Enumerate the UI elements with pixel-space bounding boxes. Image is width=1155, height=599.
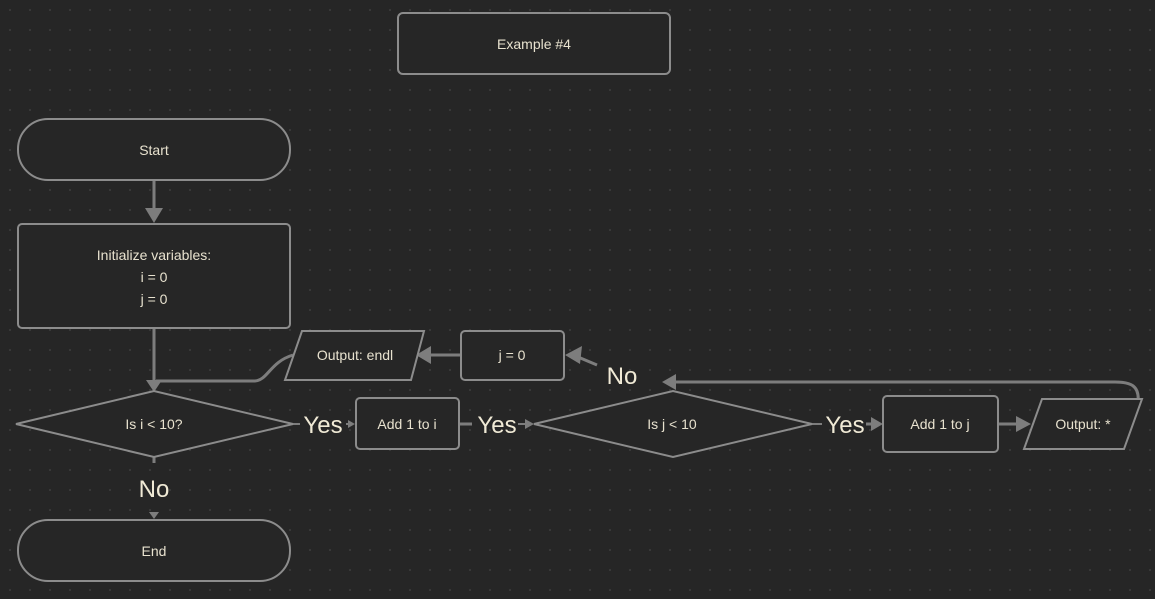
start-label: Start [139, 142, 169, 158]
add-j-label: Add 1 to j [910, 416, 969, 432]
add-j-node[interactable] [882, 395, 999, 453]
edge-label-cond-i-yes: Yes [303, 412, 342, 439]
edge-endl-to-cond-i [156, 353, 294, 383]
arrowhead-init-to-cond-i [146, 380, 162, 392]
arrowhead-add-i-to-cond-j [525, 419, 534, 429]
cond-i-label: Is i < 10? [125, 416, 182, 432]
arrowhead-cond-j-to-add-j [871, 417, 883, 431]
cond-i-node[interactable] [15, 389, 294, 459]
add-i-label: Add 1 to i [377, 416, 436, 432]
reset-j-node[interactable] [460, 330, 565, 381]
output-star-label: Output: * [1055, 416, 1111, 432]
edge-label-cond-j-yes: Yes [825, 412, 864, 439]
end-label: End [142, 543, 167, 559]
reset-j-label: j = 0 [498, 347, 526, 363]
output-star-node[interactable] [1022, 398, 1144, 450]
edge-label-cond-j-no: No [607, 363, 638, 390]
add-i-node[interactable] [355, 397, 460, 450]
arrowhead-cond-i-to-add-i [348, 420, 355, 428]
title-box[interactable] [397, 12, 671, 75]
cond-j-node[interactable] [533, 389, 813, 459]
edge-label-add-i-yes: Yes [477, 412, 516, 439]
edge-cond-j-no [577, 355, 598, 367]
edge-label-cond-i-no: No [139, 476, 170, 503]
output-endl-label: Output: endl [317, 347, 393, 363]
init-label-line1: Initialize variables: [97, 247, 211, 263]
arrowhead-reset-j-to-endl [416, 346, 431, 364]
end-node[interactable] [17, 519, 291, 582]
init-label-line2: i = 0 [141, 269, 168, 285]
start-node[interactable] [17, 118, 291, 181]
edge-output-loop-back [668, 380, 1140, 404]
arrowhead-cond-i-to-end [149, 512, 159, 519]
arrowhead-add-j-to-output [1016, 416, 1031, 432]
output-endl-node[interactable] [283, 330, 426, 381]
arrowhead-loop-back [662, 374, 676, 390]
arrowhead-cond-j-no [565, 346, 582, 364]
init-label-line3: j = 0 [140, 291, 168, 307]
title-text: Example #4 [497, 36, 571, 52]
cond-j-label: Is j < 10 [647, 416, 697, 432]
arrowhead-start-to-init [145, 208, 163, 223]
init-node[interactable] [17, 223, 291, 329]
